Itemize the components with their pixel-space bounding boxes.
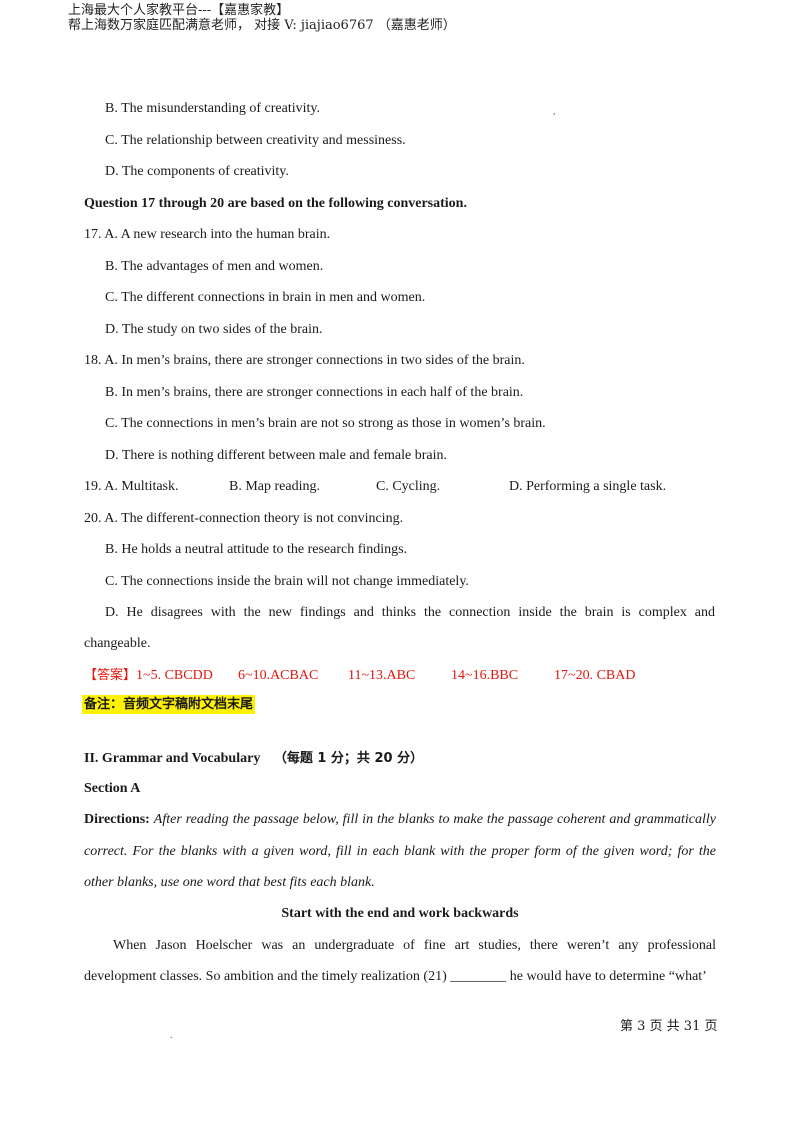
q17-option-c: C. The different connections in brain in…: [105, 290, 426, 305]
q18-option-c: C. The connections in men’s brain are no…: [105, 416, 546, 431]
stray-dot: ,: [553, 106, 556, 117]
footer-stray-dot: .: [170, 1030, 173, 1041]
answer-group-3: 11~13.ABC: [348, 668, 416, 683]
q20-option-d-line-1: D. He disagrees with the new findings an…: [105, 605, 715, 620]
q19-option-c: C. Cycling.: [376, 479, 441, 494]
q16-option-b: B. The misunderstanding of creativity.: [105, 101, 321, 116]
q19-option-b: B. Map reading.: [229, 479, 320, 494]
directions-line-1: Directions: After reading the passage be…: [84, 811, 716, 829]
section-2-points: （每题 1 分；共 20 分）: [273, 751, 424, 766]
directions-line-3: other blanks, use one word that best fit…: [84, 875, 375, 890]
passage-line-2: development classes. So ambition and the…: [84, 969, 707, 984]
q17-20-intro: Question 17 through 20 are based on the …: [84, 196, 467, 211]
q20-option-b: B. He holds a neutral attitude to the re…: [105, 542, 408, 557]
q17-option-d: D. The study on two sides of the brain.: [105, 322, 323, 337]
q17-option-b: B. The advantages of men and women.: [105, 259, 324, 274]
section-2-title: II. Grammar and Vocabulary: [84, 751, 261, 766]
q20-option-a: 20. A. The different-connection theory i…: [84, 511, 404, 526]
header-line-1: 上海最大个人家教平台---【嘉惠家教】: [68, 3, 290, 18]
q16-option-c: C. The relationship between creativity a…: [105, 133, 406, 148]
q16-option-d: D. The components of creativity.: [105, 164, 289, 179]
answer-group-5: 17~20. CBAD: [554, 668, 636, 683]
audio-note: 备注：音频文字稿附文档末尾: [82, 695, 256, 714]
q18-option-b: B. In men’s brains, there are stronger c…: [105, 385, 524, 400]
page-footer: 第 3 页 共 31 页: [620, 1019, 718, 1034]
section-2-heading: II. Grammar and Vocabulary （每题 1 分；共 20 …: [84, 750, 423, 768]
answer-label-text: 【答案】: [84, 668, 137, 683]
audio-note-highlight: 备注：音频文字稿附文档末尾: [82, 695, 256, 714]
answer-group-4: 14~16.BBC: [451, 668, 519, 683]
q19-option-d: D. Performing a single task.: [509, 479, 667, 494]
q18-option-a: 18. A. In men’s brains, there are strong…: [84, 353, 525, 368]
q18-option-d: D. There is nothing different between ma…: [105, 448, 447, 463]
passage-title: Start with the end and work backwards: [281, 906, 519, 921]
q20-option-d-line-2: changeable.: [84, 636, 151, 651]
section-a-heading: Section A: [84, 781, 141, 796]
directions-line-2: correct. For the blanks with a given wor…: [84, 844, 716, 859]
directions-text-1: After reading the passage below, fill in…: [153, 812, 716, 827]
q19-option-a: 19. A. Multitask.: [84, 479, 179, 494]
header-line-2: 帮上海数万家庭匹配满意老师， 对接 V: jiajiao6767 （嘉惠老师）: [68, 18, 456, 33]
q20-option-c: C. The connections inside the brain will…: [105, 574, 469, 589]
passage-line-1: When Jason Hoelscher was an undergraduat…: [113, 938, 716, 953]
directions-label: Directions:: [84, 812, 150, 827]
answer-group-1: 1~5. CBCDD: [136, 668, 213, 683]
answer-label: 【答案】1~5. CBCDD: [84, 667, 213, 685]
q17-option-a: 17. A. A new research into the human bra…: [84, 227, 331, 242]
answer-group-2: 6~10.ACBAC: [238, 668, 319, 683]
